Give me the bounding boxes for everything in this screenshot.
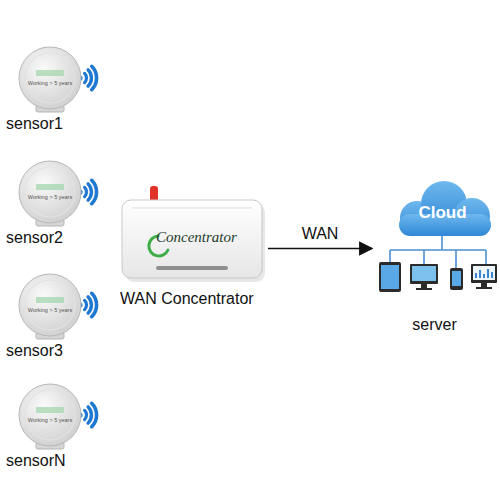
device-slot bbox=[156, 266, 228, 270]
desktop-chart bbox=[476, 269, 492, 278]
sensor-device: Working > 5 years sensor1 bbox=[6, 43, 96, 138]
sensor-display bbox=[36, 297, 64, 303]
sensor-label: sensorN bbox=[6, 452, 96, 470]
monitor-screen bbox=[412, 266, 436, 281]
tablet-screen bbox=[381, 265, 399, 289]
sensor-face bbox=[25, 390, 75, 440]
sensor-inscription: Working > 5 years bbox=[25, 80, 75, 86]
sensor-inscription: Working > 5 years bbox=[25, 307, 75, 313]
phone-frame bbox=[450, 268, 463, 290]
sensor-face bbox=[25, 280, 75, 330]
sensor-device: Working > 5 years sensor3 bbox=[6, 270, 96, 365]
device-label: WAN Concentrator bbox=[120, 290, 270, 308]
sensor-body bbox=[19, 384, 81, 446]
sensor-label: sensor2 bbox=[6, 229, 96, 247]
cloud-server: Cloud server bbox=[372, 178, 497, 338]
network-wire bbox=[390, 236, 486, 268]
monitor-stand bbox=[416, 284, 432, 290]
sensor-body bbox=[19, 274, 81, 336]
device-case bbox=[122, 200, 262, 278]
sensor-display bbox=[36, 70, 64, 76]
sensor-body bbox=[19, 161, 81, 223]
sensor-device: Working > 5 years sensorN bbox=[6, 380, 96, 475]
monitor-frame bbox=[410, 264, 438, 284]
sensor-display bbox=[36, 407, 64, 413]
sensor-label: sensor1 bbox=[6, 115, 96, 133]
tablet-frame bbox=[379, 262, 401, 292]
cloud-server-outline bbox=[372, 178, 497, 338]
network-wires bbox=[390, 236, 486, 268]
phone-screen bbox=[452, 271, 461, 286]
sensor-display bbox=[36, 184, 64, 190]
device-brand: Concentrator bbox=[156, 229, 256, 246]
server-label: server bbox=[372, 316, 497, 334]
concentrator-device: ConcentratorWAN Concentrator bbox=[118, 186, 268, 311]
cloud-label: Cloud bbox=[395, 203, 490, 223]
desktop-screen bbox=[473, 266, 495, 280]
desktop-frame bbox=[471, 264, 497, 283]
sensor-face bbox=[25, 53, 75, 103]
data-arrow bbox=[268, 248, 372, 250]
sensor-label: sensor3 bbox=[6, 342, 96, 360]
sensor-inscription: Working > 5 years bbox=[25, 417, 75, 423]
sensor-face bbox=[25, 167, 75, 217]
sensor-body bbox=[19, 47, 81, 109]
device-edge bbox=[132, 208, 252, 209]
edge-label: WAN bbox=[302, 225, 339, 243]
sensor-inscription: Working > 5 years bbox=[25, 194, 75, 200]
desktop-stand bbox=[476, 283, 492, 289]
sensor-device: Working > 5 years sensor2 bbox=[6, 157, 96, 252]
